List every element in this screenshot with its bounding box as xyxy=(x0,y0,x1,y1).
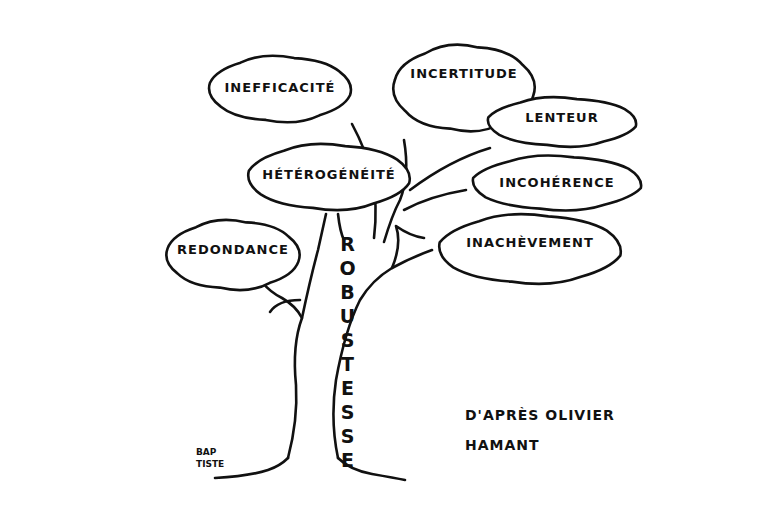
cloud-label: LENTEUR xyxy=(478,110,646,125)
cloud-node: REDONDANCE xyxy=(158,214,308,296)
signature: BAP TISTE xyxy=(196,446,236,470)
cloud-node: HÉTÉROGÉNÉITÉ xyxy=(238,138,420,216)
cloud-node: LENTEUR xyxy=(478,92,646,152)
cloud-node: INACHÈVEMENT xyxy=(428,208,632,290)
cloud-node: INCOHÉRENCE xyxy=(462,150,652,216)
credit-note: D'APRÈS OLIVIER HAMANT xyxy=(465,400,665,460)
cloud-label: INCERTITUDE xyxy=(385,66,543,81)
cloud-label: INCOHÉRENCE xyxy=(462,175,652,190)
cloud-label: INEFFICACITÉ xyxy=(200,80,360,95)
cloud-label: REDONDANCE xyxy=(158,242,308,257)
cloud-label: INACHÈVEMENT xyxy=(428,235,632,250)
cloud-label: HÉTÉROGÉNÉITÉ xyxy=(238,167,420,182)
cloud-node: INEFFICACITÉ xyxy=(200,50,360,128)
trunk-label: ROBUSTESSE xyxy=(338,232,357,472)
